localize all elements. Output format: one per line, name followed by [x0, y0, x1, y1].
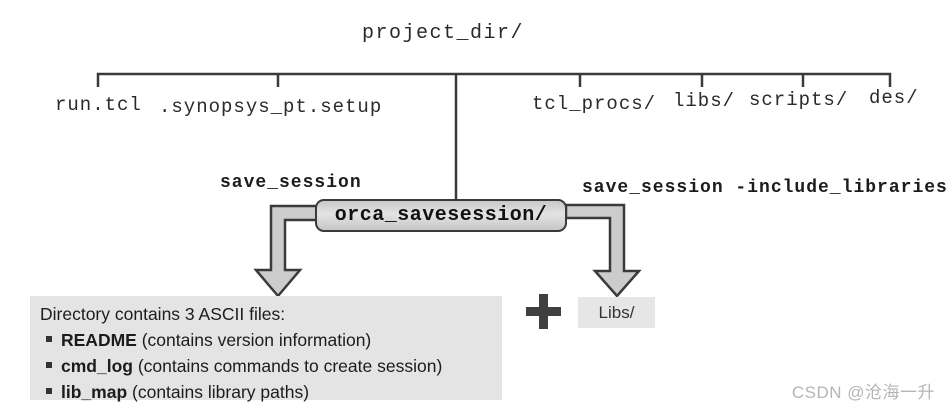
- square-bullet-icon: [46, 362, 52, 368]
- tree-child-run-tcl: run.tcl: [55, 94, 142, 116]
- info-item-name: cmd_log: [61, 356, 133, 376]
- libs-directory-label: Libs/: [598, 302, 635, 322]
- info-item-desc: (contains library paths): [127, 382, 310, 402]
- left-elbow-arrow-icon: [253, 204, 319, 298]
- square-bullet-icon: [46, 336, 52, 342]
- info-item-desc: (contains version information): [136, 330, 372, 350]
- orca-savesession-box: orca_savesession/: [315, 199, 567, 232]
- save-session-include-libraries-command-label: save_session -include_libraries: [582, 178, 948, 198]
- tree-child-libs: libs/: [673, 90, 736, 112]
- info-item-lib-map: lib_map (contains library paths): [40, 379, 492, 405]
- tree-root-label: project_dir/: [362, 22, 525, 45]
- watermark: CSDN @沧海一升: [791, 383, 935, 402]
- tree-child-scripts: scripts/: [749, 89, 849, 111]
- tree-child-des: des/: [869, 87, 919, 109]
- info-item-name: lib_map: [61, 382, 128, 402]
- save-session-command-label: save_session: [220, 173, 362, 193]
- right-elbow-arrow-icon: [564, 203, 642, 298]
- tree-branch-line: [96, 72, 892, 200]
- libs-directory-box: Libs/: [578, 297, 655, 328]
- square-bullet-icon: [46, 388, 52, 394]
- info-item-cmd-log: cmd_log (contains commands to create ses…: [40, 353, 492, 379]
- tree-child-synopsys-pt-setup: .synopsys_pt.setup: [159, 96, 383, 118]
- ascii-files-info-panel: Directory contains 3 ASCII files: README…: [30, 296, 502, 402]
- info-item-desc: (contains commands to create session): [132, 356, 443, 376]
- info-item-name: README: [61, 330, 137, 350]
- info-item-readme: README (contains version information): [40, 327, 492, 353]
- plus-icon: [526, 294, 561, 329]
- orca-savesession-label: orca_savesession/: [334, 204, 548, 227]
- info-panel-title: Directory contains 3 ASCII files:: [40, 304, 286, 324]
- tree-child-tcl-procs: tcl_procs/: [532, 93, 657, 115]
